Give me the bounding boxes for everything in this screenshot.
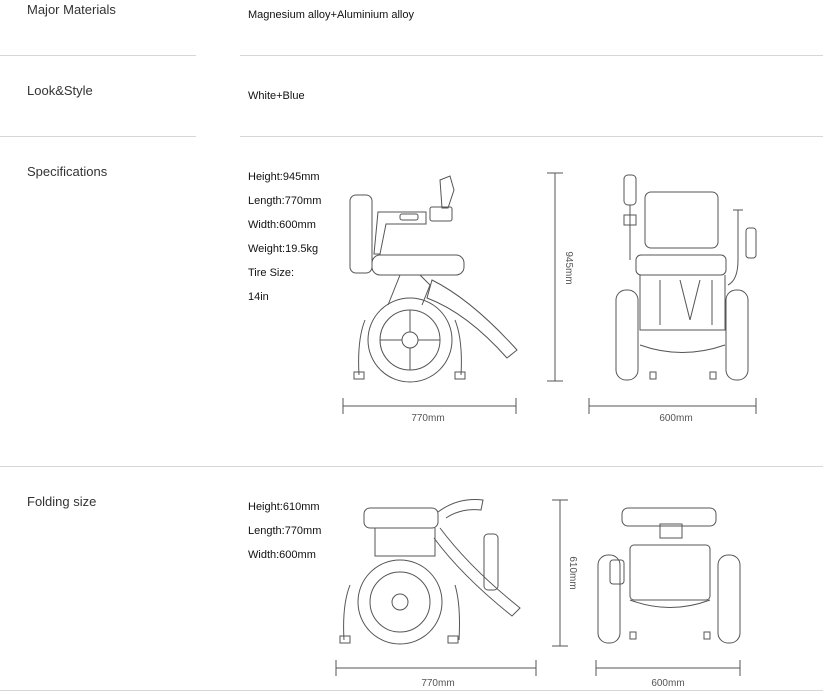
folded-side-view <box>339 499 521 645</box>
spec-tire-label: Tire Size: <box>248 267 295 279</box>
divider <box>0 55 196 56</box>
divider <box>240 55 823 56</box>
wheelchair-side-view <box>349 175 518 383</box>
folded-front-view <box>597 507 741 644</box>
fold-width: Width:600mm <box>248 549 316 561</box>
fold-height: Height:610mm <box>248 501 320 513</box>
spec-width: Width:600mm <box>248 219 316 231</box>
fold-width-dimension-line <box>595 660 741 676</box>
fold-length-dimension-label: 770mm <box>421 678 454 689</box>
length-dimension-label: 770mm <box>411 413 444 424</box>
divider <box>0 136 196 137</box>
fold-length: Length:770mm <box>248 525 322 537</box>
materials-value: Magnesium alloy+Aluminium alloy <box>248 9 414 21</box>
specifications-label: Specifications <box>27 164 108 179</box>
materials-label: Major Materials <box>27 2 116 17</box>
style-value: White+Blue <box>248 90 305 102</box>
spec-length: Length:770mm <box>248 195 322 207</box>
height-dimension-line <box>547 172 563 382</box>
length-dimension-line <box>342 398 517 414</box>
fold-length-dimension-line <box>335 660 537 676</box>
spec-weight: Weight:19.5kg <box>248 243 319 255</box>
width-dimension-label: 600mm <box>659 413 692 424</box>
width-dimension-line <box>588 398 757 414</box>
spec-height: Height:945mm <box>248 171 320 183</box>
fold-width-dimension-label: 600mm <box>651 678 684 689</box>
fold-height-dimension-label: 610mm <box>567 556 578 589</box>
divider <box>0 466 823 467</box>
divider <box>240 136 823 137</box>
style-label: Look&Style <box>27 83 93 98</box>
wheelchair-front-view <box>615 174 757 381</box>
height-dimension-label: 945mm <box>563 251 574 284</box>
folding-label: Folding size <box>27 494 97 509</box>
spec-tire-size: 14in <box>248 291 269 303</box>
divider <box>0 690 823 691</box>
fold-height-dimension-line <box>552 499 568 647</box>
